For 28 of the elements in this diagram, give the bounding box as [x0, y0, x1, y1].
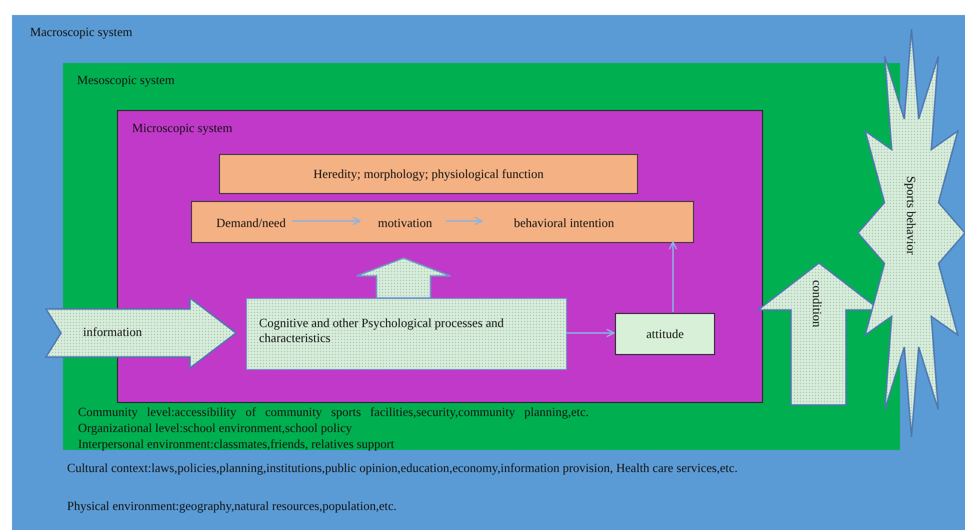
panel-heading: Microscopic system [132, 121, 232, 136]
process-box [615, 313, 715, 355]
arrow-label: information [83, 325, 142, 340]
arrow [446, 216, 483, 226]
process-box [246, 298, 567, 370]
context-text: Cultural context:laws,policies,planning,institutions,public opinion,education,economy,information provision, Health care services,etc. [67, 461, 739, 476]
block-arrow [356, 257, 452, 299]
factor-box [219, 154, 638, 194]
context-text: Community level:accessibility of community sports facilities,security,community planning,etc. [78, 405, 589, 420]
box-label: attitude [645, 326, 685, 342]
step-label: Demand/need [215, 214, 287, 232]
context-text: Physical environment:geography,natural resources,population,etc. [67, 499, 397, 514]
arrow [292, 216, 361, 226]
step-label: motivation [376, 214, 434, 232]
step-label: behavioral intention [512, 214, 616, 232]
factor-box [191, 201, 694, 243]
context-text: Organizational level:school environment,school policy [78, 421, 352, 436]
panel-heading: Macroscopic system [30, 25, 132, 40]
starburst-label: Sports behavior [903, 176, 919, 255]
arrow [566, 328, 615, 338]
outer-system-panel [12, 15, 965, 530]
arrow [668, 241, 678, 312]
box-label: Heredity; morphology; physiological function [312, 166, 545, 183]
box-label: Cognitive and other Psychological processes and characteristics [259, 316, 505, 346]
middle-system-panel [63, 63, 900, 450]
context-text: Interpersonal environment:classmates,friends, relatives support [78, 437, 394, 452]
panel-heading: Mesoscopic system [77, 73, 175, 88]
arrow-label: condition [809, 280, 825, 328]
